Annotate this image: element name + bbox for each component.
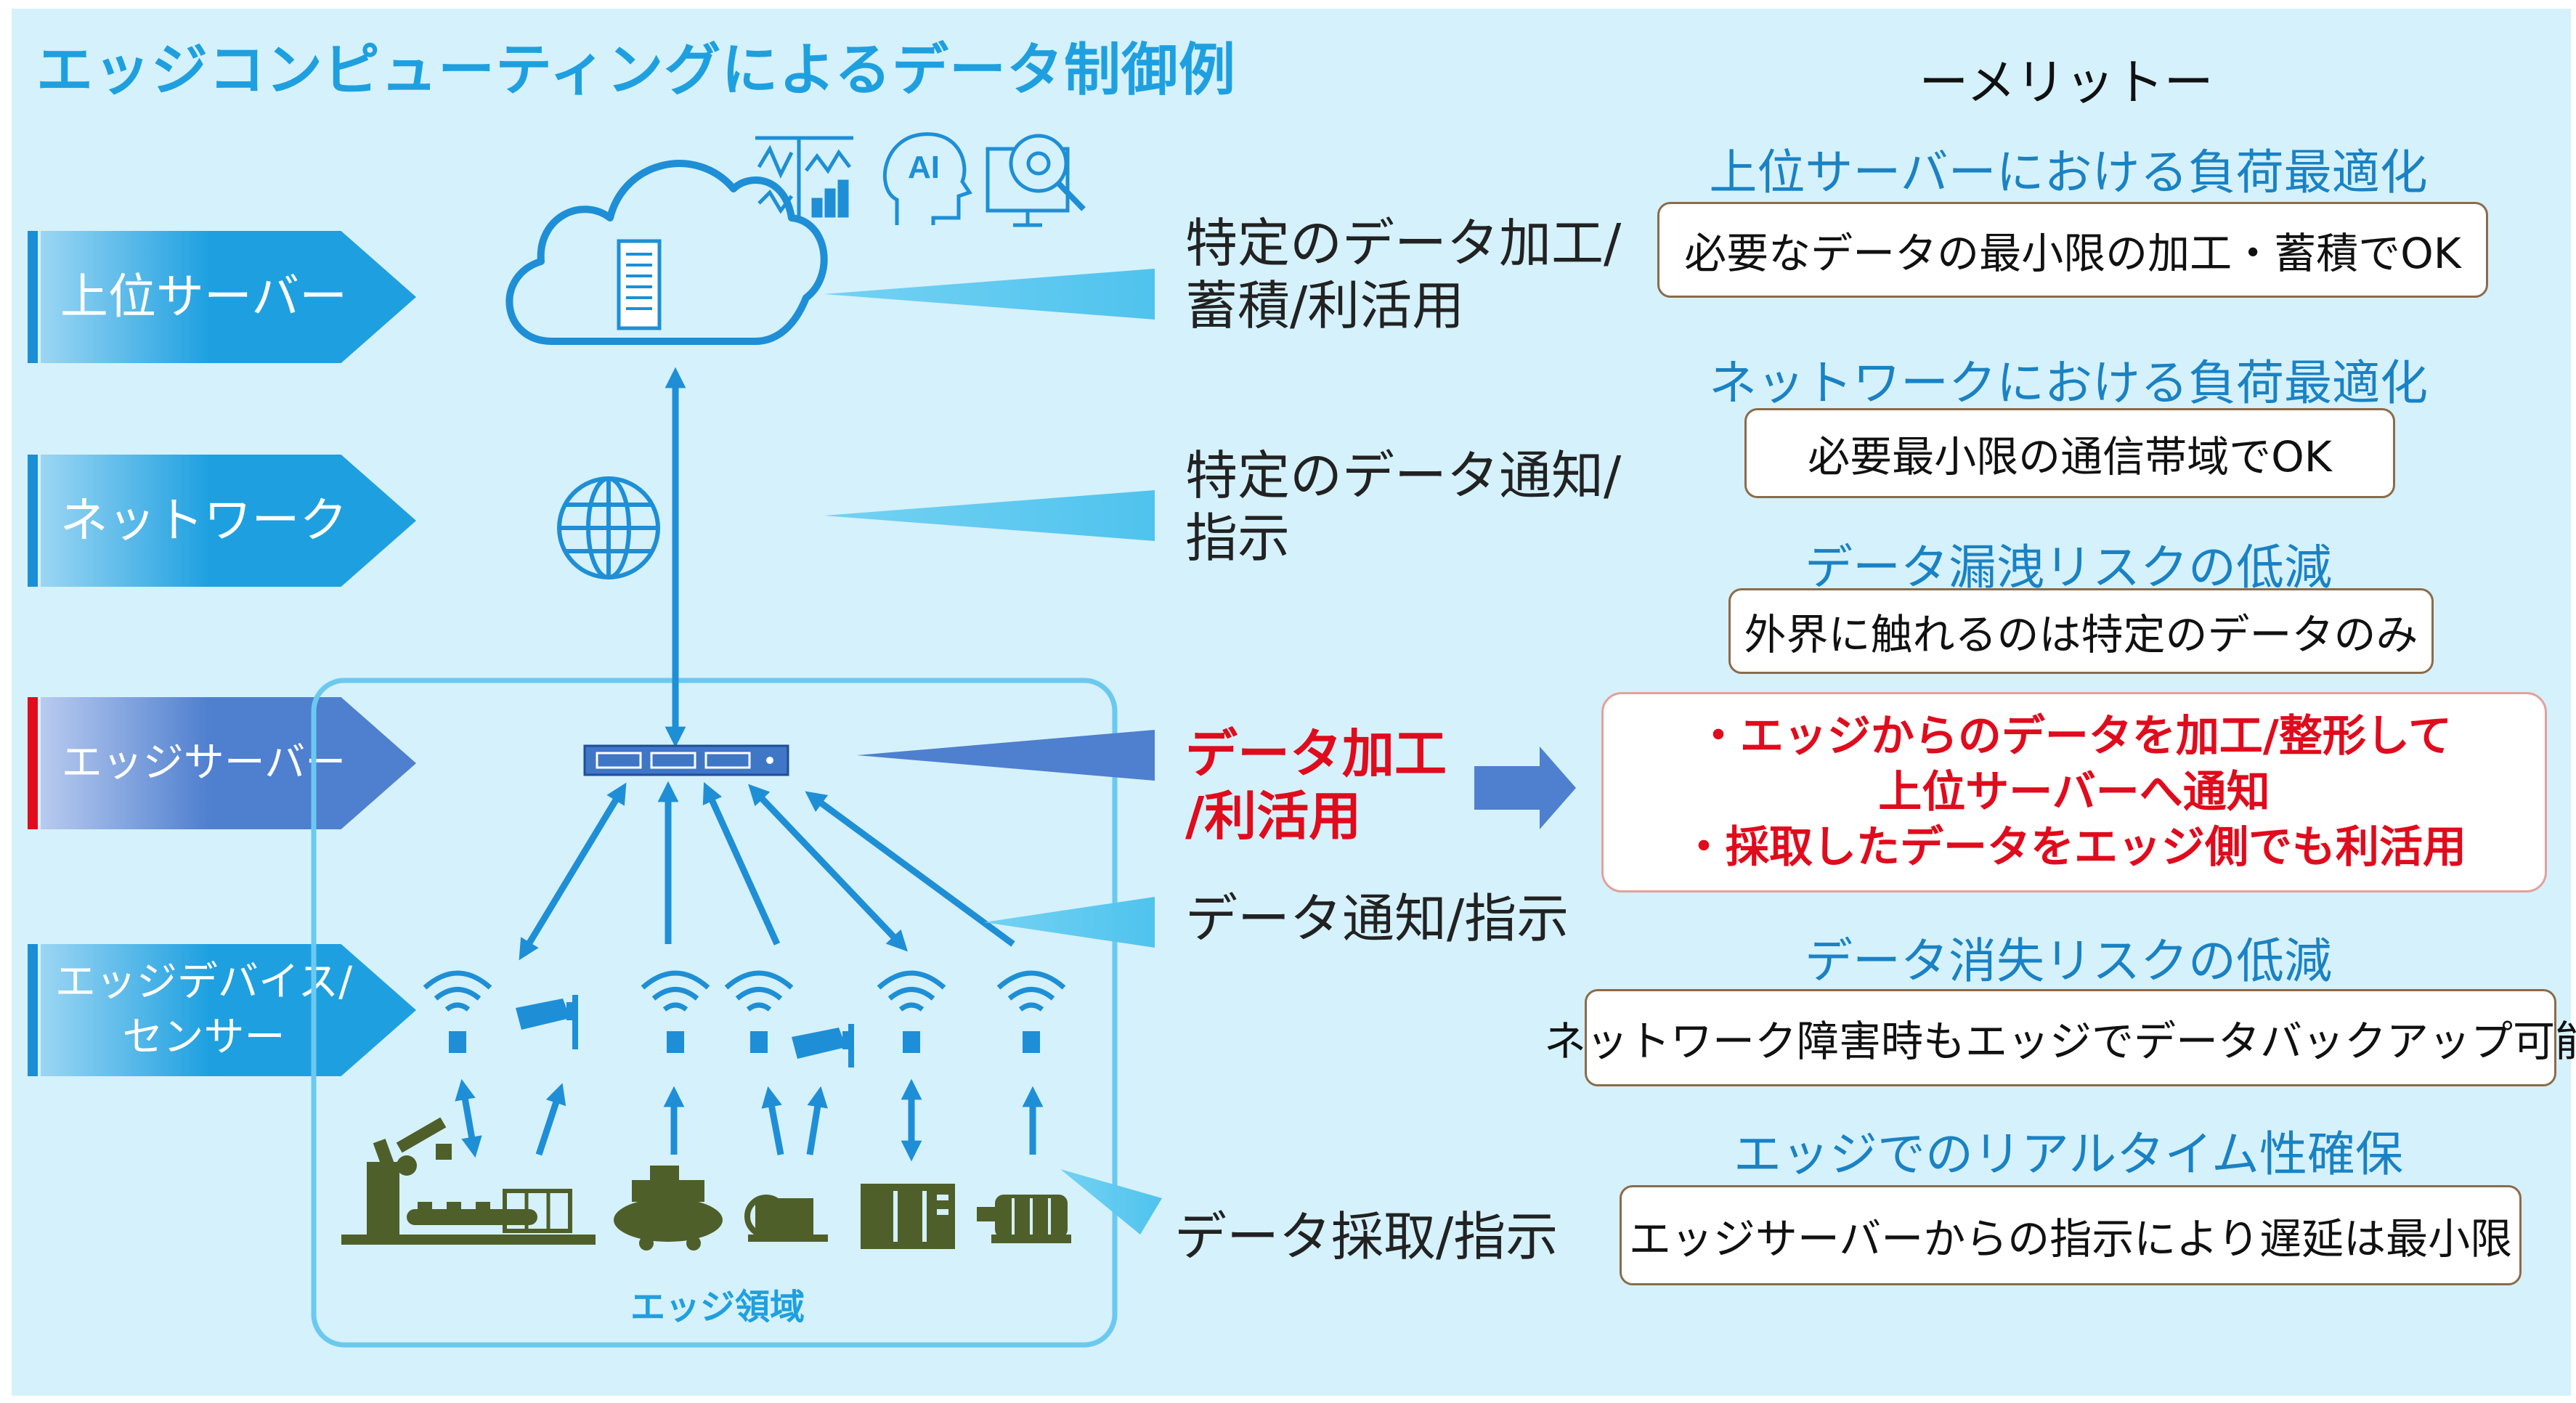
edge-area-label: エッジ領域	[630, 1287, 805, 1327]
flow-wedge-edge-server	[857, 730, 1155, 781]
control-panel-icon	[861, 1184, 955, 1249]
edge-benefit-arrow	[1474, 747, 1576, 829]
edge-benefit-line: ・エッジからのデータを加工/整形して	[1696, 710, 2453, 762]
switch-icon	[583, 744, 789, 776]
benefit-heading: データ消失リスクの低減	[1805, 933, 2332, 989]
monitor-search-icon	[986, 134, 1086, 227]
layer-label: エッジサーバー	[61, 739, 346, 787]
layer-label: ネットワーク	[60, 492, 348, 549]
benefit-heading: 上位サーバーにおける負荷最適化	[1709, 145, 2428, 200]
camera-icon	[792, 1024, 854, 1068]
motor-icon	[977, 1195, 1071, 1243]
globe-icon	[557, 476, 660, 580]
svg-text:AI: AI	[908, 150, 940, 185]
wifi-icon	[996, 970, 1066, 1053]
benefit-heading: ネットワークにおける負荷最適化	[1709, 355, 2428, 411]
pump-icon	[744, 1195, 828, 1242]
merit-title: ーメリットー	[1919, 54, 2214, 112]
benefit-box: 必要なデータの最小限の加工・蓄積でOK	[1657, 202, 2488, 298]
flow-label-server: 特定のデータ加工/ 蓄積/利活用	[1185, 213, 1622, 337]
cloud-icon	[505, 160, 828, 345]
compressor-icon	[614, 1166, 723, 1250]
layer-label: 上位サーバー	[60, 269, 348, 325]
conveyor-icon	[341, 1189, 596, 1245]
flow-label-device: データ通知/指示	[1185, 888, 1569, 949]
flow-wedge-device	[984, 897, 1155, 948]
flow-label-sensor: データ採取/指示	[1174, 1206, 1559, 1267]
layer-network: ネットワーク	[28, 455, 416, 587]
benefit-box: 必要最小限の通信帯域でOK	[1744, 408, 2395, 498]
wifi-icon	[641, 970, 710, 1053]
edge-area-frame	[311, 678, 1118, 1348]
robot-arm-icon	[367, 1117, 452, 1235]
benefit-heading: エッジでのリアルタイム性確保	[1733, 1126, 2404, 1182]
layer-upper-server: 上位サーバー	[28, 231, 416, 363]
layer-edge-device: エッジデバイス/ センサー	[28, 944, 416, 1076]
edge-benefit-box: ・エッジからのデータを加工/整形して 上位サーバーへ通知 ・採取したデータをエッ…	[1601, 692, 2547, 892]
flow-wedge-sensor	[1060, 1169, 1162, 1235]
benefit-box: エッジサーバーからの指示により遅延は最小限	[1620, 1185, 2522, 1285]
page-title: エッジコンピューティングによるデータ制御例	[36, 38, 1236, 103]
edge-benefit-line: ・採取したデータをエッジ側でも利活用	[1682, 822, 2466, 874]
server-icon	[617, 239, 662, 330]
flow-wedge-network	[824, 490, 1155, 541]
layer-label: エッジデバイス/ センサー	[54, 959, 353, 1061]
edge-benefit-line: 上位サーバーへ通知	[1878, 766, 2270, 818]
flow-label-network: 特定のデータ通知/ 指示	[1185, 445, 1622, 569]
camera-icon	[516, 995, 578, 1049]
sensor-machine-arrows	[455, 1078, 1044, 1162]
flow-label-edge-server: データ加工 /利活用	[1185, 723, 1447, 847]
ai-head-icon: AI	[882, 132, 972, 225]
benefit-box: ネットワーク障害時もエッジでデータバックアップ可能	[1544, 989, 2576, 1086]
switch-device-arrows	[519, 781, 1015, 961]
benefit-heading: データ漏洩リスクの低減	[1805, 540, 2332, 595]
layer-edge-server: エッジサーバー	[28, 697, 416, 829]
wifi-icon	[423, 970, 492, 1053]
wifi-icon	[877, 970, 946, 1053]
flow-wedge-server	[824, 269, 1155, 320]
benefit-box: 外界に触れるのは特定のデータのみ	[1728, 588, 2434, 674]
analytics-icon	[755, 136, 853, 218]
wifi-icon	[724, 970, 794, 1053]
